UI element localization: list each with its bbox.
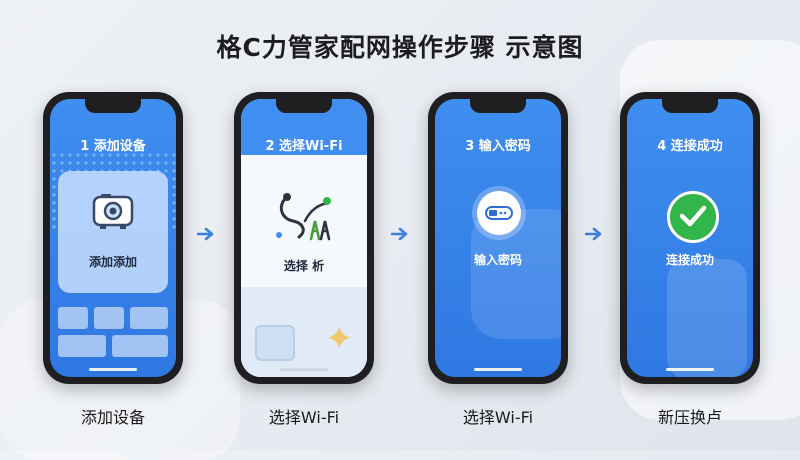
home-indicator [280, 368, 328, 371]
password-button[interactable] [477, 191, 521, 235]
screen-label: 连接成功 [665, 253, 714, 267]
success-badge [667, 191, 719, 243]
phone-screen: 3 输入密码 输入密码 [435, 99, 561, 377]
phone-step-3: 3 输入密码 输入密码 [428, 92, 568, 384]
add-device-card[interactable]: 添加添加 [58, 171, 168, 293]
step-caption: 新压换卢 [657, 408, 722, 427]
arrow-right-icon [391, 227, 408, 241]
step-caption: 选择Wi-Fi [268, 408, 340, 427]
phone-screen: 2 选择Wi-Fi 选择 析 ✦ [241, 99, 367, 377]
step-title: 2 选择Wi-Fi [265, 139, 343, 154]
home-indicator [89, 368, 137, 371]
device-grid [58, 307, 168, 361]
step-title: 4 连接成功 [657, 139, 723, 154]
step-caption: 添加设备 [80, 408, 145, 427]
screen-label: 选择 析 [283, 259, 325, 273]
phone-screen: 1 添加设备 添加添加 [50, 99, 176, 377]
phone-notch [470, 99, 526, 113]
home-indicator [474, 368, 522, 371]
decorative-shape [667, 259, 747, 377]
screen-label: 添加添加 [88, 255, 137, 269]
home-indicator [666, 368, 714, 371]
phone-screen: 4 连接成功 连接成功 [627, 99, 753, 377]
camera-device-icon [92, 194, 134, 229]
arrow-right-icon [197, 227, 214, 241]
password-key-icon [485, 206, 513, 220]
phone-notch [662, 99, 718, 113]
sparkle-icon: ✦ [325, 319, 354, 359]
wifi-route-icon [276, 193, 331, 241]
checkmark-icon [679, 205, 707, 227]
page-title: 格C力管家配网操作步骤 示意图 [216, 33, 584, 62]
phone-step-2: 2 选择Wi-Fi 选择 析 ✦ [234, 92, 374, 384]
phone-notch [85, 99, 141, 113]
phone-step-4: 4 连接成功 连接成功 [620, 92, 760, 384]
step-caption: 选择Wi-Fi [462, 408, 534, 427]
arrow-right-icon [585, 227, 602, 241]
phone-step-1: 1 添加设备 添加添加 [43, 92, 183, 384]
step-title: 3 输入密码 [465, 139, 531, 154]
step-title: 1 添加设备 [80, 139, 146, 154]
screen-label: 输入密码 [473, 253, 522, 267]
phone-notch [276, 99, 332, 113]
chip-icon [255, 325, 295, 361]
